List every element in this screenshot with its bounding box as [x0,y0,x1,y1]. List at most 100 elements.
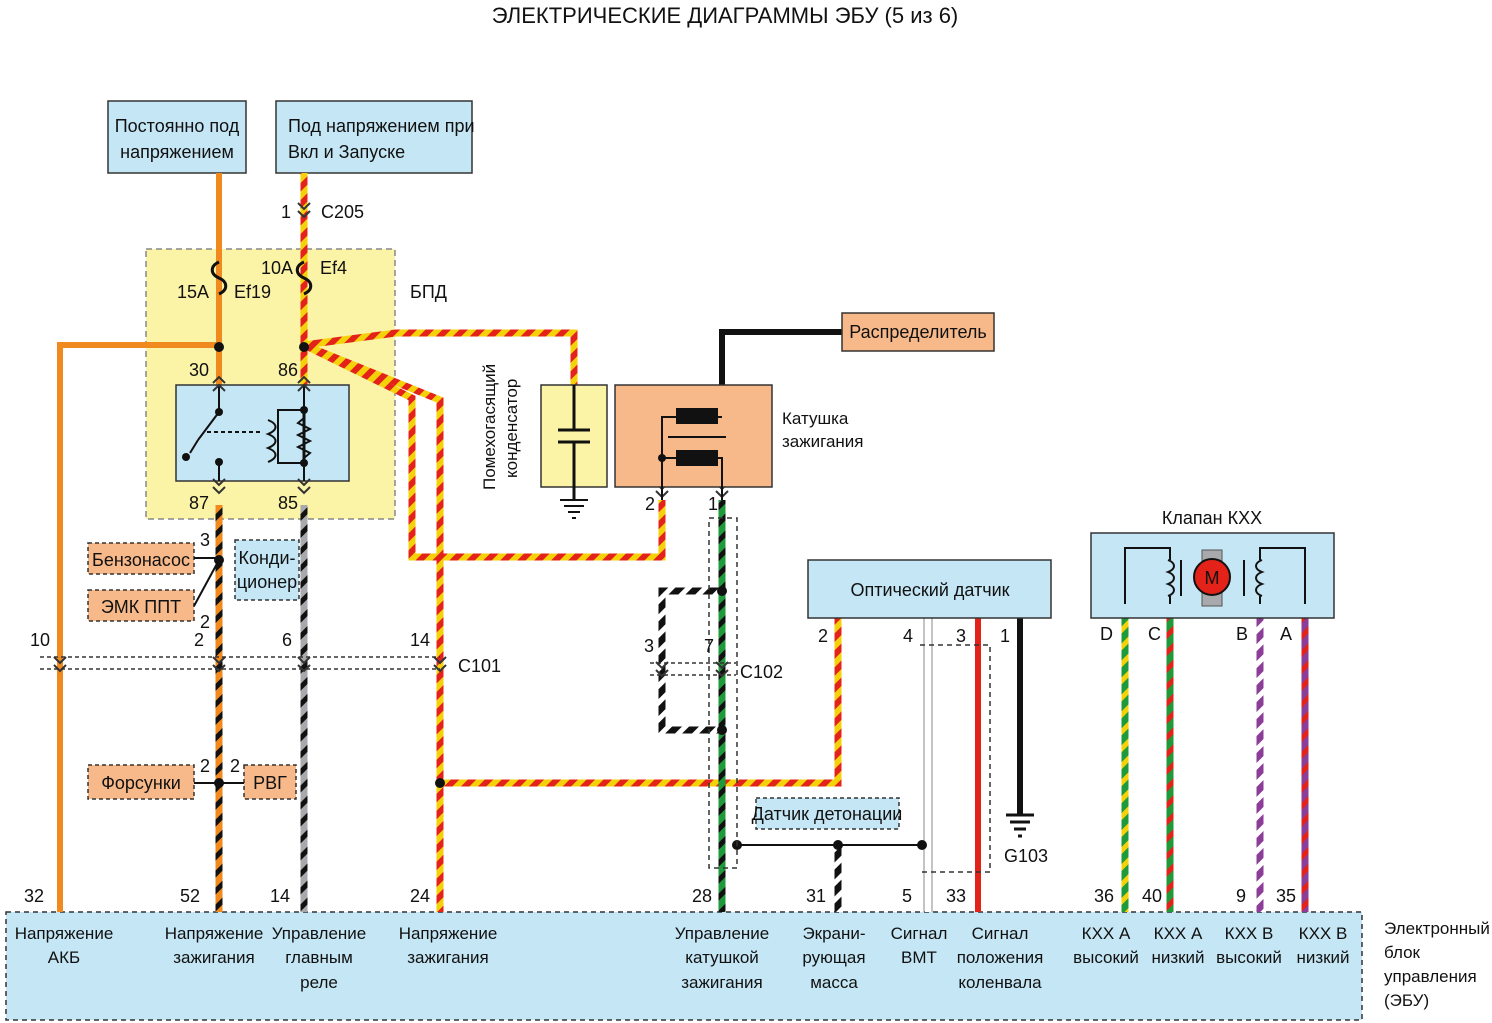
ecu-pin-num: 5 [902,886,912,906]
c101-pin-6: 6 [282,630,292,650]
ecu-pin-desc: высокий [1216,948,1282,967]
ecu-pin-desc: зажигания [681,973,763,992]
capacitor-label-line2: конденсатор [502,379,521,478]
relay-pin-85: 85 [278,493,298,513]
ground-g103-symbol [1006,813,1034,838]
ecu-pin-desc: КХХ А [1082,924,1131,943]
iac-motor-letter: M [1205,568,1220,588]
wire-shield-loop [658,587,722,734]
ecu-pin-num: 9 [1236,886,1246,906]
fuel-pump-pin: 3 [200,530,210,550]
optical-pin-4: 4 [903,626,913,646]
ignition-source-box [275,100,473,174]
ecu-pin-desc: зажигания [407,948,489,967]
fuse-block-label: БПД [410,282,447,302]
egr-pin: 2 [230,756,240,776]
ecu-label-line3: управления [1384,967,1477,986]
injectors-label: Форсунки [101,773,181,793]
ecu-pin-num: 14 [270,886,290,906]
battery-source-line2: напряжением [120,142,234,162]
relay-pin-87: 87 [189,493,209,513]
c205-label: C205 [321,202,364,222]
iac-pin-b: B [1236,624,1248,644]
iac-valve-label: Клапан КХХ [1162,508,1262,528]
ac-label-line2: ционер [237,572,297,592]
c101-connector-line [40,656,440,670]
ac-label-line1: Конди- [239,548,296,568]
ecu-pin-desc: высокий [1073,948,1139,967]
c102-pin-3: 3 [644,636,654,656]
coil-label-line2: зажигания [782,432,864,451]
iac-coil-windings [1124,547,1306,604]
ecu-pin-num: 36 [1094,886,1114,906]
ecu-pin-desc: КХХ В [1225,924,1274,943]
ignition-source-line1: Под напряжением при [288,116,475,136]
ecu-pin-desc: Напряжение [399,924,498,943]
main-relay-box [175,384,350,482]
c102-pin-7: 7 [704,636,714,656]
optical-sensor-label: Оптический датчик [850,580,1009,600]
ecu-pin-num: 52 [180,886,200,906]
ignition-coil-symbol [658,408,726,500]
fuel-pump-label: Бензонасос [92,550,190,570]
optical-pin-1: 1 [1000,626,1010,646]
c102-connector-line [650,662,736,676]
iac-pin-a: A [1280,624,1292,644]
c205-pin: 1 [281,202,291,222]
ecu-pin-num: 33 [946,886,966,906]
fuse1-name: Ef19 [234,282,271,302]
fuse-ef4-symbol [295,260,313,296]
wire-pump-to-bus [193,557,220,607]
ecu-pin-num: 24 [410,886,430,906]
distributor-label: Распределитель [849,322,987,342]
wire-ecu24-feed [302,341,444,912]
canister-pin: 2 [200,612,210,632]
coil-label-line1: Катушка [782,409,849,428]
ecu-pin-desc: положения [957,948,1044,967]
ecu-label-line1: Электронный [1384,919,1490,938]
injectors-pin: 2 [200,756,210,776]
ecu-pin-desc: АКБ [48,948,80,967]
diagram-title: ЭЛЕКТРИЧЕСКИЕ ДИАГРАММЫ ЭБУ (5 из 6) [492,3,959,28]
iac-pin-d: D [1100,624,1113,644]
wire-capacitor-feed [303,329,578,385]
ecu-pin-desc: низкий [1151,948,1204,967]
coil-pin-1: 1 [708,494,718,514]
ecu-pin-desc: коленвала [958,973,1042,992]
fuse2-rating: 10A [261,258,293,278]
ecu-pin-desc: Напряжение [165,924,264,943]
ecu-pin-desc: масса [810,973,858,992]
battery-source-line1: Постоянно под [115,116,240,136]
knock-sensor-label: Датчик детонации [752,804,903,824]
ecu-pin-desc: ВМТ [901,948,937,967]
distributor-box [841,312,995,352]
ecu-pin-desc: КХХ А [1154,924,1203,943]
ecu-pin-num: 28 [692,886,712,906]
relay-contact-dots [182,406,308,467]
ecu-pin-desc: Сигнал [891,924,948,943]
capacitor-label-line1: Помехогасящий [480,364,499,490]
wire-coil-feed [302,341,666,561]
ecu-pin-desc: КХХ В [1299,924,1348,943]
ignition-source-line2: Вкл и Запуске [288,142,405,162]
knock-sensor-box [755,797,900,830]
ecu-pin-desc: рующая [802,948,865,967]
crank-shield-tube [920,644,991,873]
ecu-pin-desc: реле [300,973,338,992]
ecu-pin-num: 32 [24,886,44,906]
optical-pin-2: 2 [818,626,828,646]
ecu-pin-desc: низкий [1296,948,1349,967]
coil-pin-2: 2 [645,494,655,514]
egr-label: РВГ [253,773,287,793]
c101-pin-10: 10 [30,630,50,650]
fuse-ef19-symbol [210,260,228,296]
ecu-pin-desc: Экрани- [802,924,865,943]
ecu-label-line4: (ЭБУ) [1384,991,1429,1010]
ecu-pin-num: 40 [1142,886,1162,906]
ecu-pin-num: 35 [1276,886,1296,906]
iac-pin-c: C [1148,624,1161,644]
c101-pin-2: 2 [194,630,204,650]
injectors-box [87,764,195,800]
ground-label: G103 [1004,846,1048,866]
